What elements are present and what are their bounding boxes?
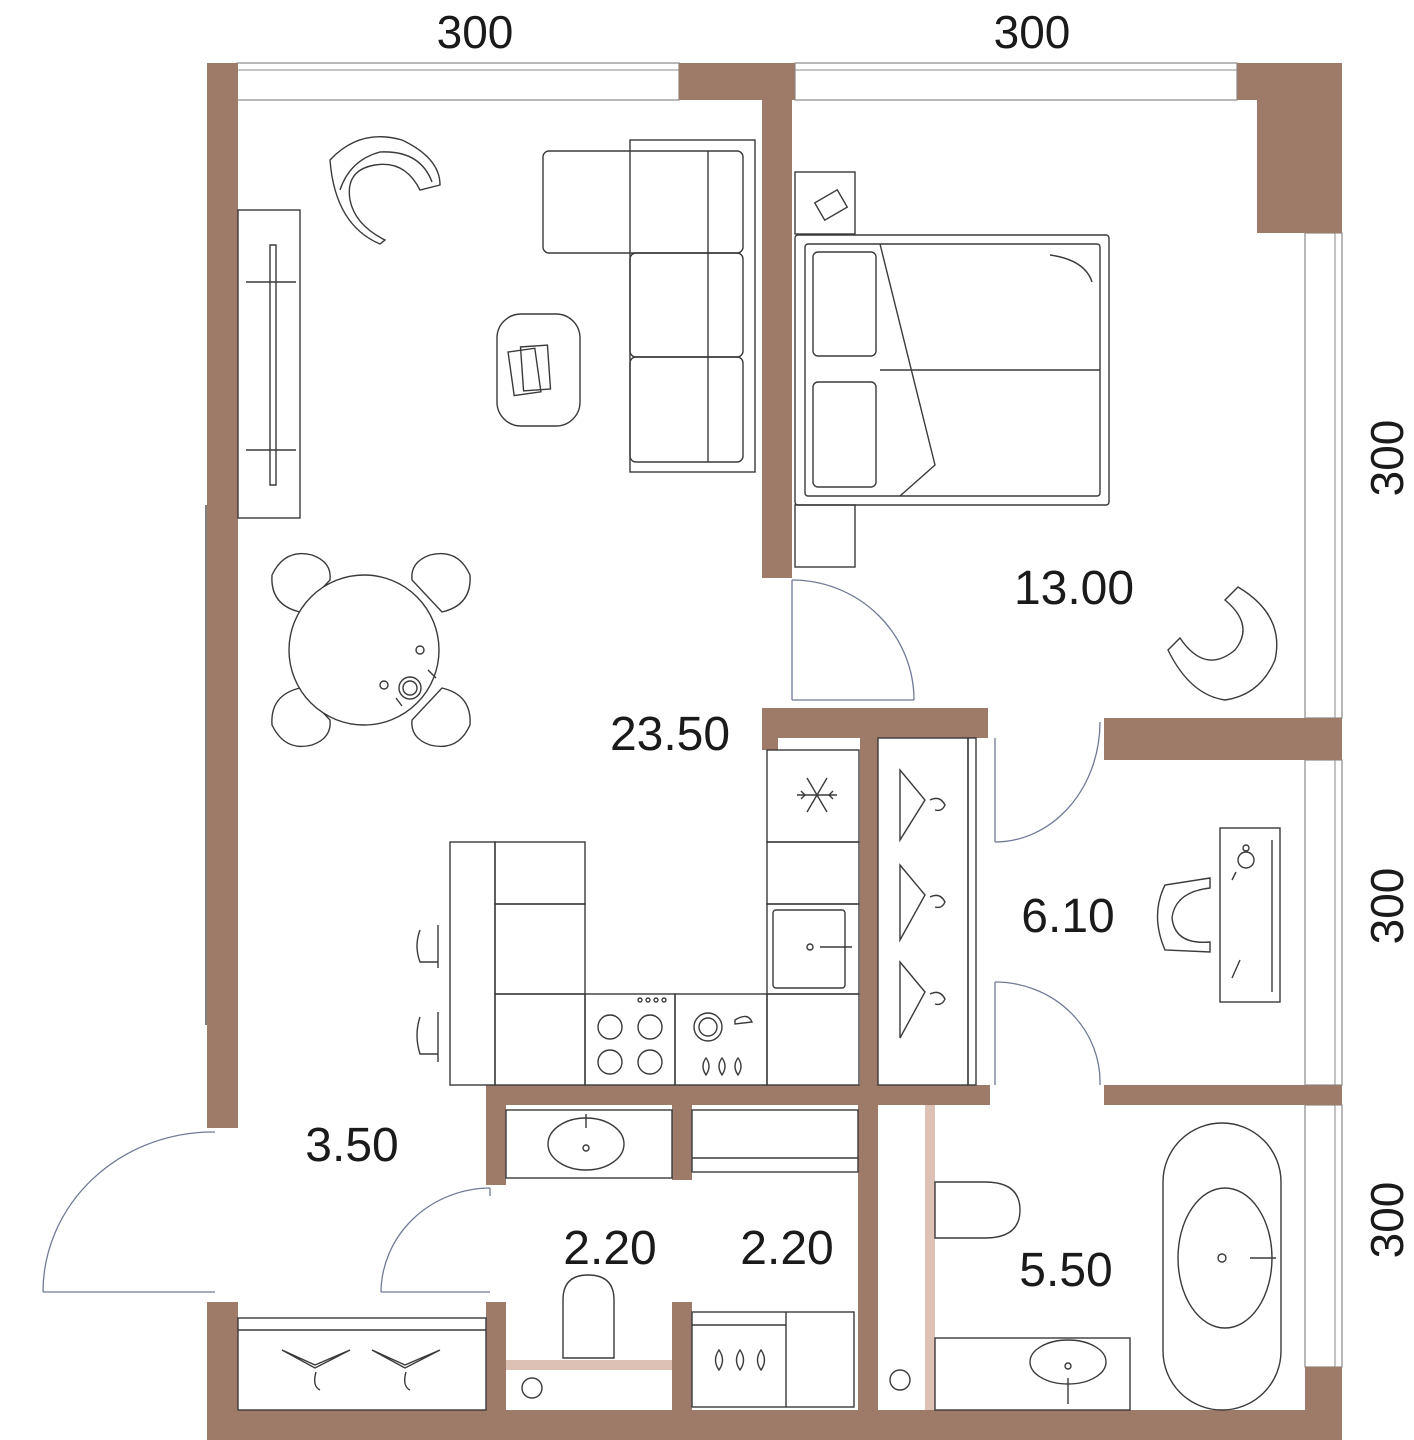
- kitchen-counter: [584, 749, 860, 1086]
- hanger-icon: [899, 960, 946, 1039]
- walls: [207, 63, 1342, 1440]
- washing-machine-icon: [691, 1311, 855, 1408]
- bathtub-icon: [1162, 1122, 1282, 1411]
- armchair-icon: [1167, 586, 1278, 701]
- toilet-icon: [521, 1274, 615, 1399]
- hanger-icon: [899, 768, 946, 843]
- stove-icon: [597, 997, 667, 1075]
- hanger-icon: [899, 863, 946, 943]
- dining-table-icon: [271, 552, 471, 748]
- dimension-right-bottom: 300: [1361, 1182, 1413, 1259]
- tv-stand: [237, 209, 301, 519]
- desk-icon: [1156, 827, 1281, 1003]
- doors: [42, 579, 1101, 1293]
- room-area-laundry: 2.20: [740, 1222, 833, 1275]
- room-area-hallway: 3.50: [305, 1119, 398, 1172]
- sofa-icon: [542, 139, 756, 473]
- dimension-right-middle: 300: [1361, 868, 1413, 945]
- dimension-top-right: 300: [994, 6, 1071, 58]
- shoe-cabinet: [237, 1317, 487, 1411]
- dimension-right-top: 300: [1361, 420, 1413, 497]
- toilet-icon: [889, 1181, 1021, 1391]
- room-area-dressing: 6.10: [1021, 890, 1114, 943]
- sink-icon: [934, 1337, 1131, 1411]
- snowflake-icon: [797, 777, 837, 813]
- room-area-bedroom: 13.00: [1014, 562, 1134, 615]
- windows: [205, 62, 1343, 1368]
- bed-icon: [794, 171, 1110, 568]
- dimension-top-left: 300: [437, 6, 514, 58]
- sink-icon: [505, 1109, 673, 1179]
- armchair-icon: [329, 136, 441, 245]
- kitchen-island: [416, 841, 586, 1086]
- room-area-bathroom-small: 2.20: [563, 1222, 656, 1275]
- storage-shelf: [691, 1109, 859, 1173]
- dishwasher-icon: [693, 1012, 753, 1077]
- wardrobe: [877, 737, 977, 1086]
- room-area-living-kitchen: 23.50: [610, 708, 730, 761]
- partitions: [506, 1105, 935, 1410]
- room-area-bathroom-large: 5.50: [1019, 1244, 1112, 1297]
- coffee-table: [496, 313, 581, 427]
